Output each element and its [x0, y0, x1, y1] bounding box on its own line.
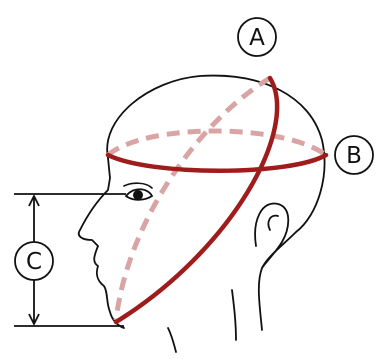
ear-icon: [255, 203, 288, 268]
neck-front-line: [168, 328, 176, 352]
neck-back-line: [232, 290, 236, 340]
band-b-front-solid: [108, 155, 326, 171]
head-profile-line: [107, 76, 324, 330]
label-a-text: A: [249, 25, 265, 51]
label-b: B: [335, 136, 373, 174]
label-c-text: C: [26, 249, 42, 275]
label-a: A: [238, 18, 276, 56]
label-c: C: [15, 242, 53, 280]
label-b-text: B: [346, 143, 362, 169]
eye-icon: [124, 183, 152, 200]
band-b-back-dashed: [108, 131, 326, 155]
